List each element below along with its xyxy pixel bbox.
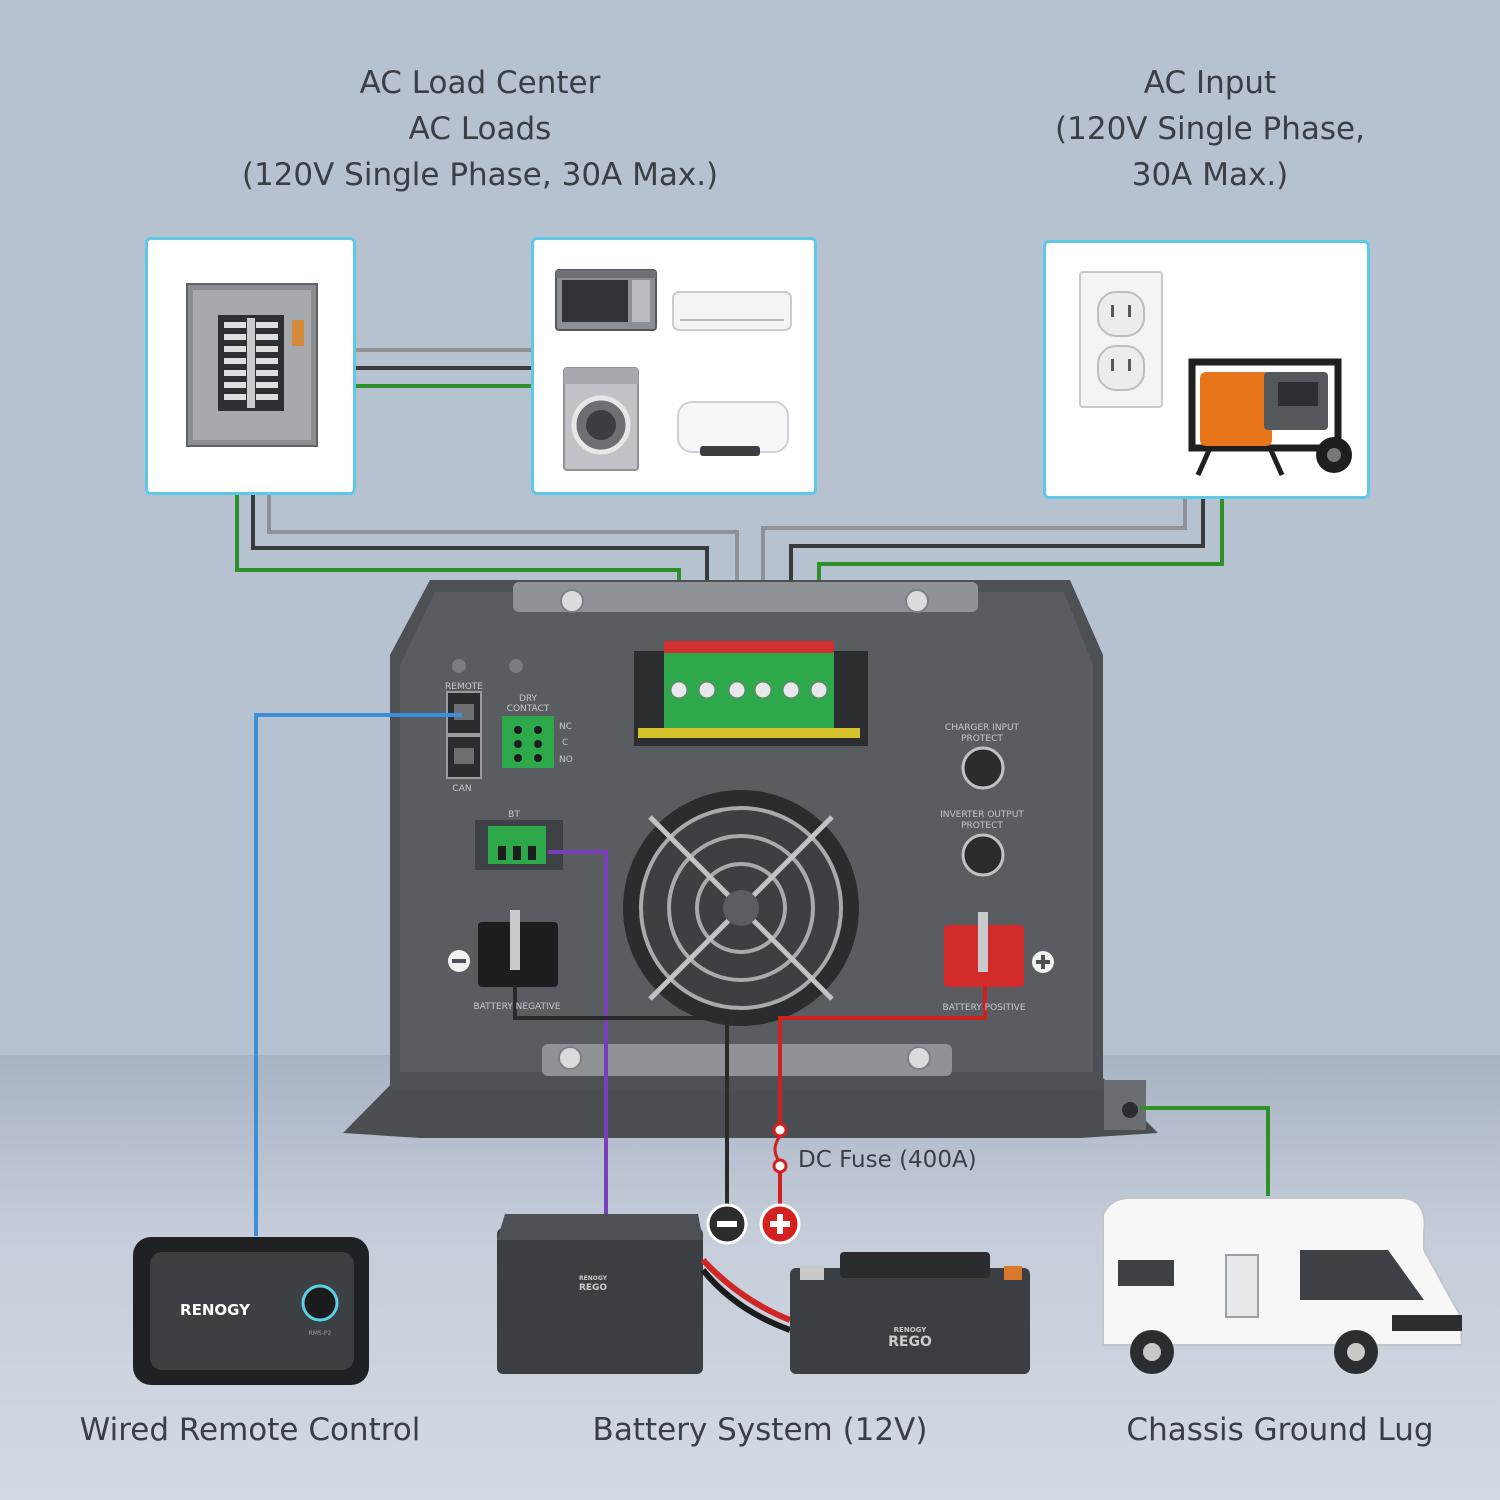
ac-load-center-line2: AC Loads bbox=[408, 111, 552, 147]
charger-input-protect-label-1: CHARGER INPUT bbox=[945, 723, 1020, 733]
ground-cable bbox=[1140, 1106, 1270, 1196]
microwave-icon bbox=[555, 269, 657, 331]
ac-load-center-line1: AC Load Center bbox=[359, 65, 601, 101]
dc-fuse-label: DC Fuse (400A) bbox=[798, 1147, 977, 1173]
battery-positive-label: BATTERY POSITIVE bbox=[942, 1003, 1025, 1013]
battery-interconnect-cable bbox=[700, 1257, 792, 1323]
charger-input-protect-label-2: PROTECT bbox=[961, 734, 1003, 744]
ac-load-center-heading: AC Load Center AC Loads (120V Single Pha… bbox=[180, 60, 780, 198]
ac-input-line1: AC Input bbox=[1143, 65, 1277, 101]
battery-system-label: Battery System (12V) bbox=[592, 1412, 928, 1448]
battery-minus-marker bbox=[706, 1203, 748, 1245]
can-port bbox=[446, 735, 482, 779]
positive-cable bbox=[778, 985, 987, 1128]
remote-port-label: REMOTE bbox=[445, 682, 483, 692]
battery-right-model: REGO bbox=[888, 1334, 932, 1350]
water-heater-icon bbox=[677, 401, 789, 456]
chassis-ground-label: Chassis Ground Lug bbox=[1126, 1412, 1434, 1448]
battery-negative-terminal bbox=[448, 910, 558, 987]
can-port-label: CAN bbox=[452, 784, 471, 794]
inverter-charger bbox=[343, 580, 1158, 1138]
wired-remote-label: Wired Remote Control bbox=[79, 1412, 421, 1448]
battery-left-model: REGO bbox=[579, 1283, 607, 1293]
washing-machine-icon bbox=[563, 367, 639, 471]
ac-input-heading: AC Input (120V Single Phase, 30A Max.) bbox=[1010, 60, 1410, 198]
load-center-to-loads-wires bbox=[356, 348, 531, 388]
wired-remote-device bbox=[133, 1237, 369, 1385]
ground-lug bbox=[1104, 1080, 1146, 1130]
negative-cable bbox=[513, 985, 729, 1208]
remote-brand-logo: RENOGY bbox=[180, 1301, 251, 1319]
breaker-box-icon bbox=[186, 283, 318, 447]
battery-left-brand: RENOGY bbox=[579, 1275, 608, 1282]
ac-input-line2: (120V Single Phase, bbox=[1055, 111, 1365, 147]
c-label: C bbox=[562, 738, 568, 748]
remote-model-label: RMS-P2 bbox=[309, 1330, 332, 1337]
battery-negative-label: BATTERY NEGATIVE bbox=[473, 1002, 560, 1012]
generator-icon bbox=[1188, 358, 1352, 477]
battery-positive-terminal bbox=[944, 912, 1054, 987]
charger-input-protect-breaker bbox=[961, 746, 1005, 790]
inverter-output-protect-breaker bbox=[961, 833, 1005, 877]
dry-contact-terminal bbox=[502, 716, 554, 768]
dry-contact-label-1: DRY bbox=[519, 694, 538, 704]
ac-load-center-line3: (120V Single Phase, 30A Max.) bbox=[241, 157, 719, 193]
wall-outlet-icon bbox=[1079, 271, 1163, 408]
rv-motorhome-icon bbox=[1102, 1197, 1464, 1374]
inverter-output-protect-label-1: INVERTER OUTPUT bbox=[940, 810, 1024, 820]
battery-left bbox=[497, 1214, 703, 1374]
ac-input-line3: 30A Max.) bbox=[1131, 157, 1289, 193]
remote-led bbox=[452, 659, 466, 673]
nc-label: NC bbox=[559, 722, 572, 732]
ac-terminal-block bbox=[634, 641, 868, 746]
air-conditioner-icon bbox=[672, 291, 792, 331]
inverter-output-protect-label-2: PROTECT bbox=[961, 821, 1003, 831]
no-label: NO bbox=[559, 755, 573, 765]
dry-contact-led bbox=[509, 659, 523, 673]
bt-cable bbox=[548, 850, 608, 1218]
battery-plus-marker bbox=[759, 1203, 801, 1245]
bt-terminal bbox=[475, 820, 563, 870]
remote-cable bbox=[254, 713, 462, 1236]
battery-right-brand: RENOGY bbox=[894, 1326, 928, 1334]
dry-contact-label-2: CONTACT bbox=[507, 704, 550, 714]
bt-label: BT bbox=[508, 810, 520, 820]
cooling-fan bbox=[623, 790, 859, 1026]
battery-right bbox=[790, 1252, 1030, 1374]
dc-fuse-icon bbox=[772, 1122, 788, 1208]
battery-interconnect-cable-black bbox=[700, 1268, 792, 1333]
